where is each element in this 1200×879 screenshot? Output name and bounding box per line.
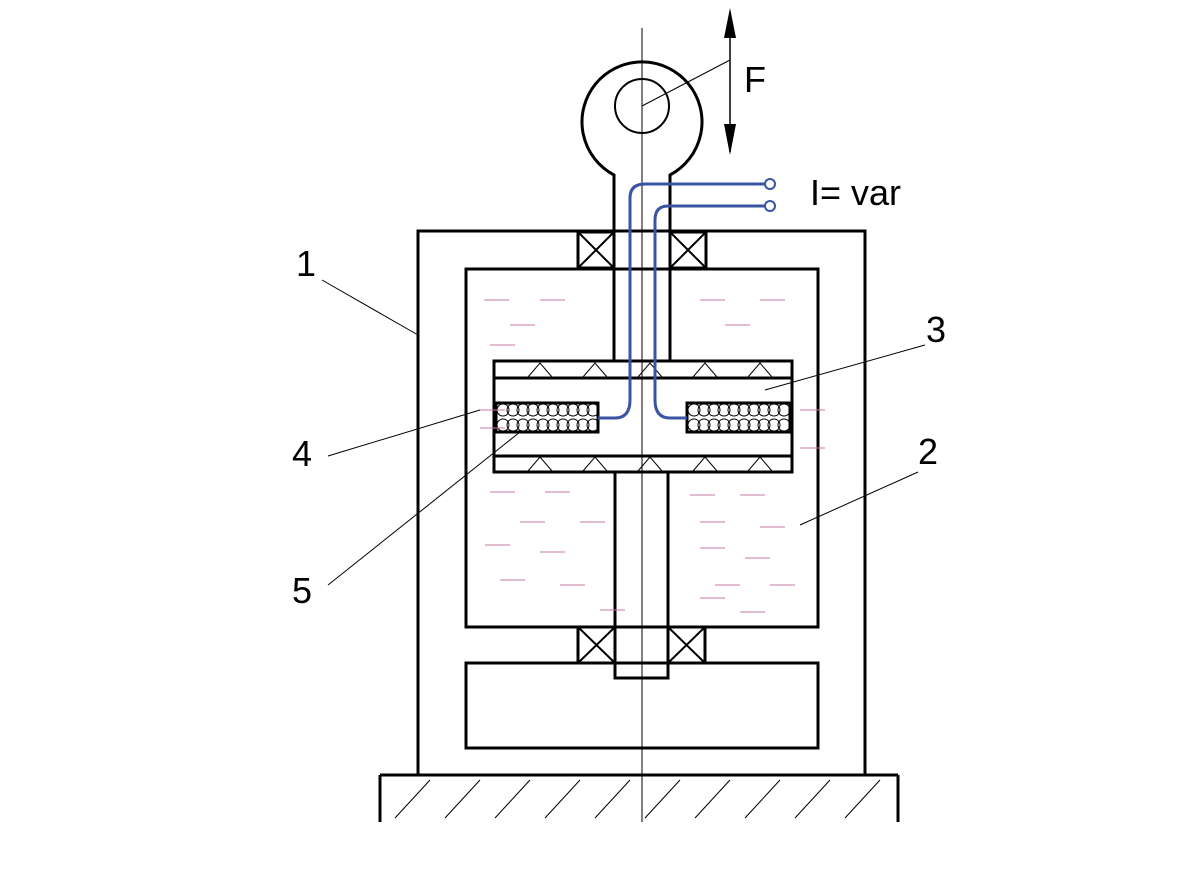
winding: [727, 418, 741, 432]
winding: [506, 418, 520, 432]
ring-mark: [692, 456, 718, 472]
coil-windings: [496, 403, 791, 432]
leader-lines: [321, 279, 926, 586]
winding: [687, 418, 701, 432]
winding: [546, 403, 560, 417]
ring-mark: [747, 456, 773, 472]
winding: [546, 418, 560, 432]
ring-mark: [527, 362, 553, 378]
winding: [496, 418, 510, 432]
winding: [707, 418, 721, 432]
winding: [697, 403, 711, 417]
ring-mark: [582, 362, 608, 378]
winding: [566, 418, 580, 432]
winding: [717, 418, 731, 432]
label-1: 1: [296, 243, 316, 284]
winding: [737, 418, 751, 432]
winding: [697, 418, 711, 432]
winding: [536, 403, 550, 417]
winding: [727, 403, 741, 417]
winding: [526, 403, 540, 417]
winding: [777, 403, 791, 417]
force-label: F: [744, 59, 766, 100]
winding: [757, 403, 771, 417]
winding: [556, 418, 570, 432]
label-3: 3: [926, 309, 946, 350]
ring-mark: [692, 362, 718, 378]
fluid-2: [480, 299, 825, 613]
winding: [687, 403, 701, 417]
winding: [767, 403, 781, 417]
winding: [566, 403, 580, 417]
winding: [747, 403, 761, 417]
winding: [556, 403, 570, 417]
winding: [777, 418, 791, 432]
wires: [598, 178, 776, 420]
winding: [717, 403, 731, 417]
terminal-1: [764, 178, 776, 190]
ground-hatch: [394, 779, 881, 819]
winding: [586, 403, 600, 417]
winding: [526, 418, 540, 432]
winding: [576, 418, 590, 432]
winding: [576, 403, 590, 417]
label-2: 2: [918, 431, 938, 472]
winding: [757, 418, 771, 432]
ring-mark: [527, 456, 553, 472]
ring-mark: [582, 456, 608, 472]
seals: [576, 230, 708, 665]
ring-mark: [747, 362, 773, 378]
winding: [767, 418, 781, 432]
current-label: I= var: [810, 172, 901, 213]
winding: [506, 403, 520, 417]
winding: [747, 418, 761, 432]
force-arrow: [641, 8, 736, 155]
label-5: 5: [292, 570, 312, 611]
winding: [516, 418, 530, 432]
winding: [737, 403, 751, 417]
label-4: 4: [292, 433, 312, 474]
winding: [586, 418, 600, 432]
winding: [536, 418, 550, 432]
terminal-2: [764, 200, 776, 212]
winding: [516, 403, 530, 417]
winding: [707, 403, 721, 417]
